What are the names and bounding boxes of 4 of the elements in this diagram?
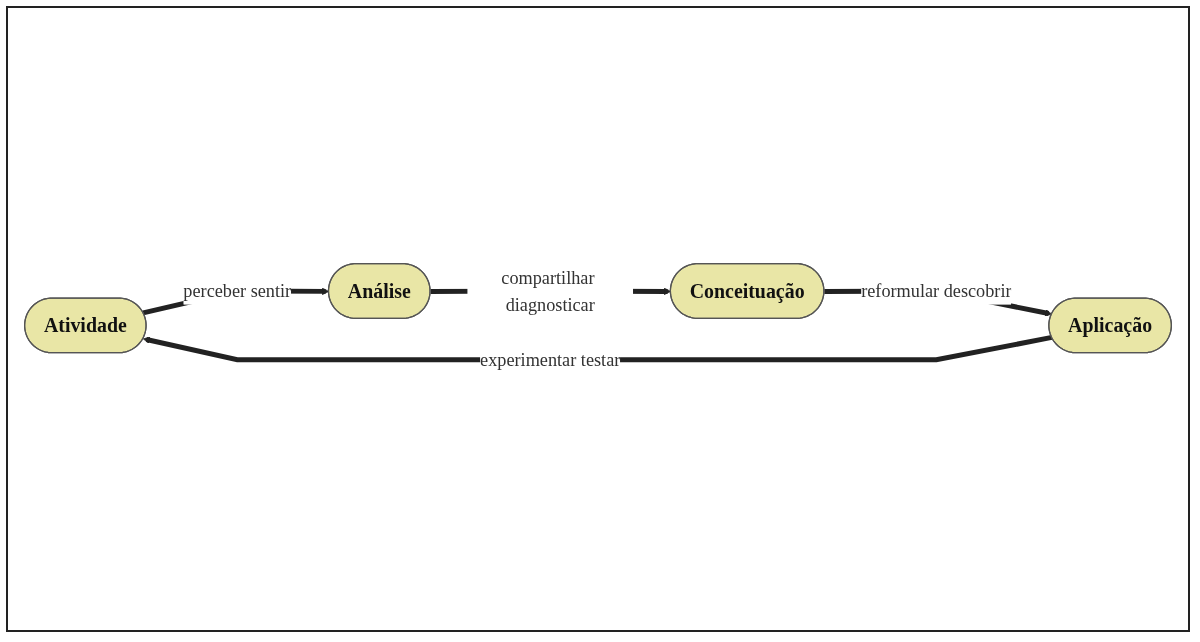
edge-label: compartilhar diagnosticar <box>501 267 595 316</box>
edge-label: reformular descobrir <box>861 281 1012 302</box>
edge-label: perceber sentir <box>183 281 292 302</box>
edge-label: experimentar testar <box>480 349 621 371</box>
